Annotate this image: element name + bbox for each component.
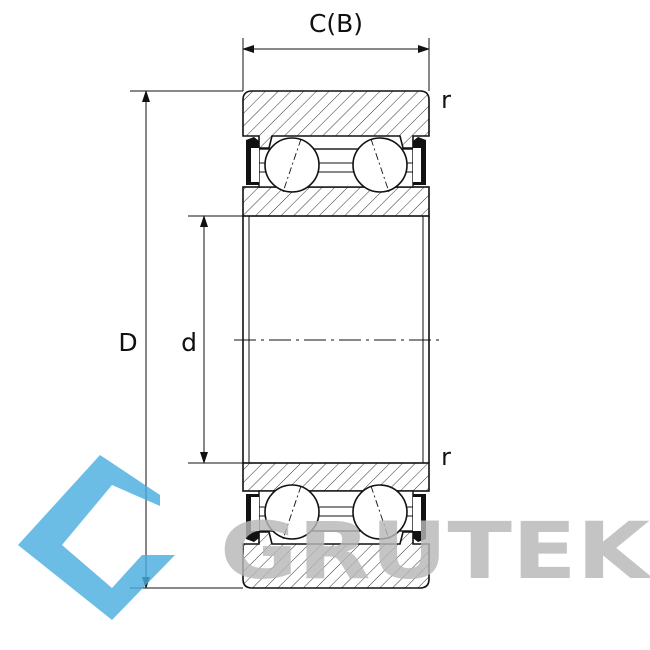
bore-label: d	[181, 328, 197, 357]
grutek-logo-icon	[18, 455, 175, 620]
outer-ring-upper	[242, 90, 430, 149]
lower-section	[242, 462, 430, 589]
ball-upper-right	[352, 137, 408, 193]
outer-diameter-label: D	[118, 328, 137, 357]
inner-ring-upper	[242, 186, 430, 217]
ball-lower-right	[352, 484, 408, 540]
radius-label-mid: r	[441, 443, 451, 471]
radius-label-top: r	[441, 86, 451, 114]
upper-section	[242, 90, 430, 217]
ball-lower-left	[264, 484, 320, 540]
ball-upper-left	[264, 137, 320, 193]
bore-section	[234, 216, 442, 463]
grutek-watermark: GRUTEK	[18, 455, 650, 620]
inner-ring-lower	[242, 462, 430, 492]
watermark-text: GRUTEK	[220, 507, 650, 597]
outer-ring-lower	[242, 531, 430, 589]
width-label: C(B)	[309, 9, 363, 38]
dimension-lines	[130, 38, 430, 589]
